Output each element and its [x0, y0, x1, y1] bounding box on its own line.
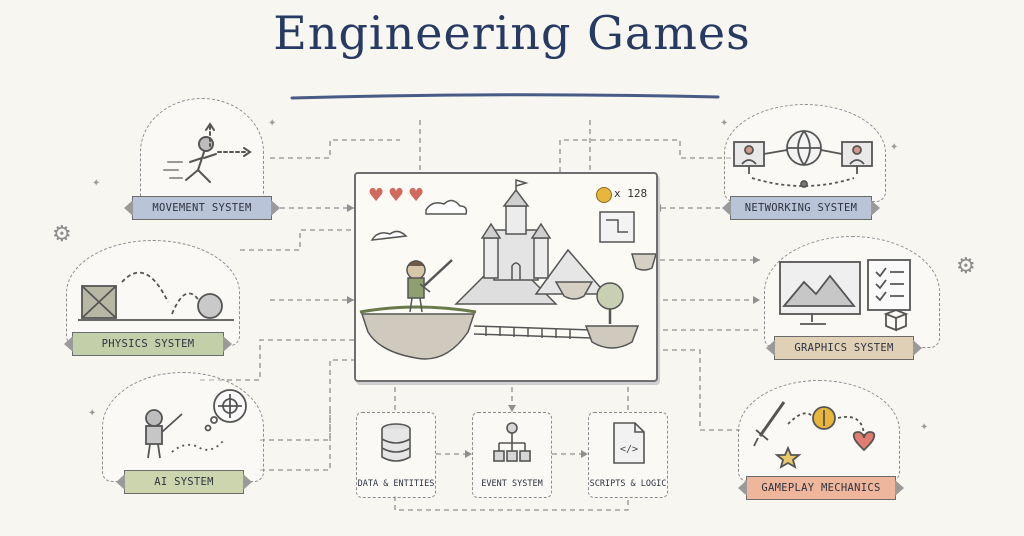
graphics-system-label: GRAPHICS SYSTEM: [766, 336, 922, 360]
running-figure-icon: [163, 122, 252, 183]
sparkle-icon: ✦: [268, 118, 277, 129]
data-entities-node: DATA & ENTITIES: [356, 412, 436, 498]
title-underline: [290, 93, 720, 100]
network-globe-icon: [733, 130, 873, 188]
coin-icon: [596, 187, 612, 203]
event-tree-icon: [493, 422, 531, 462]
scripts-logic-label: SCRIPTS & LOGIC: [589, 479, 667, 489]
ai-system-label: AI SYSTEM: [116, 470, 252, 494]
coin-counter: x 128: [614, 187, 648, 200]
monitor-checklist-icon: [779, 259, 911, 332]
sparkle-icon: ✦: [88, 408, 97, 419]
game-screen: ♥ ♥ ♥ x 128: [354, 172, 658, 382]
database-icon: [381, 423, 411, 462]
code-file-icon: </>: [613, 422, 645, 464]
gear-icon: ⚙: [52, 222, 72, 247]
heart-icon: ♥: [388, 185, 405, 206]
page-title: Engineering Games: [273, 6, 751, 60]
movement-system-label: MOVEMENT SYSTEM: [124, 196, 280, 220]
ai-knight-target-icon: [145, 389, 247, 459]
data-entities-label: DATA & ENTITIES: [357, 479, 435, 489]
sparkle-icon: ✦: [890, 142, 899, 153]
sword-coin-heart-icon: [753, 401, 876, 469]
event-system-label: EVENT SYSTEM: [481, 479, 543, 489]
event-system-node: EVENT SYSTEM: [472, 412, 552, 498]
game-scene-illustration: [359, 178, 656, 360]
sparkle-icon: ✦: [92, 178, 101, 189]
ai-bubble: [102, 372, 264, 482]
sparkle-icon: ✦: [720, 118, 729, 129]
gameplay-mechanics-label: GAMEPLAY MECHANICS: [738, 476, 904, 500]
sparkle-icon: ✦: [920, 422, 929, 433]
networking-system-label: NETWORKING SYSTEM: [722, 196, 880, 220]
code-glyph: </>: [620, 444, 638, 455]
heart-icon: ♥: [368, 185, 385, 206]
heart-icon: ♥: [408, 185, 425, 206]
gear-icon: ⚙: [956, 254, 976, 279]
physics-system-label: PHYSICS SYSTEM: [64, 332, 232, 356]
scripts-logic-node: </> SCRIPTS & LOGIC: [588, 412, 668, 498]
physics-crate-ball-icon: [78, 271, 234, 321]
